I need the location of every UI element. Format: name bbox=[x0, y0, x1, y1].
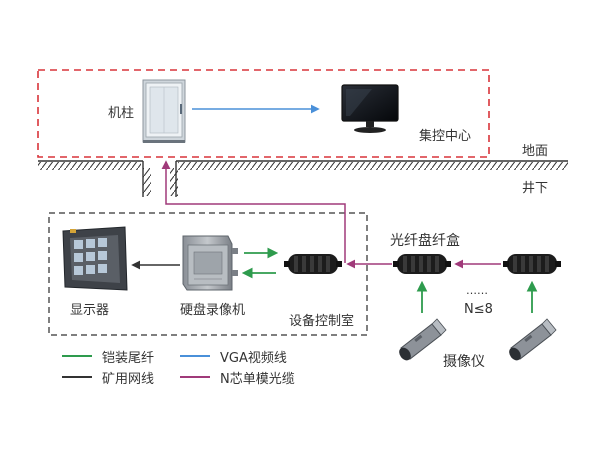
monitor-icon bbox=[341, 84, 399, 133]
ground-line bbox=[38, 160, 568, 197]
camera-icon bbox=[399, 318, 447, 361]
splice-box-icon bbox=[503, 254, 561, 274]
camera-icon bbox=[509, 318, 557, 361]
legend-label-armored-fiber: 铠装尾纤 bbox=[102, 351, 155, 366]
display-icon bbox=[62, 226, 128, 291]
legend-label-network: 矿用网线 bbox=[102, 372, 155, 387]
splice-box-icon bbox=[284, 254, 342, 274]
fiber-box-label: 光纤盘纤盒 bbox=[390, 233, 460, 249]
ellipsis-label: …… bbox=[466, 284, 488, 297]
recorder-icon bbox=[182, 235, 238, 291]
display-label: 显示器 bbox=[70, 303, 110, 318]
surface-region bbox=[37, 69, 490, 158]
control-room-label: 设备控制室 bbox=[289, 314, 355, 329]
legend-label-vga: VGA视频线 bbox=[220, 351, 287, 366]
cabinet-icon bbox=[142, 79, 186, 143]
recorder-label: 硬盘录像机 bbox=[180, 303, 246, 318]
optical-cable-uplink bbox=[161, 160, 346, 263]
legend-label-optical-cable: N芯单模光缆 bbox=[220, 372, 295, 387]
cabinet-label: 机柱 bbox=[108, 106, 135, 121]
camera-count-label: N≤8 bbox=[464, 302, 493, 317]
underground-label: 井下 bbox=[522, 181, 549, 196]
splice-box-icon bbox=[393, 254, 451, 274]
ground-label: 地面 bbox=[522, 144, 549, 159]
camera-label: 摄像仪 bbox=[443, 354, 485, 370]
control-center-label: 集控中心 bbox=[419, 129, 472, 144]
